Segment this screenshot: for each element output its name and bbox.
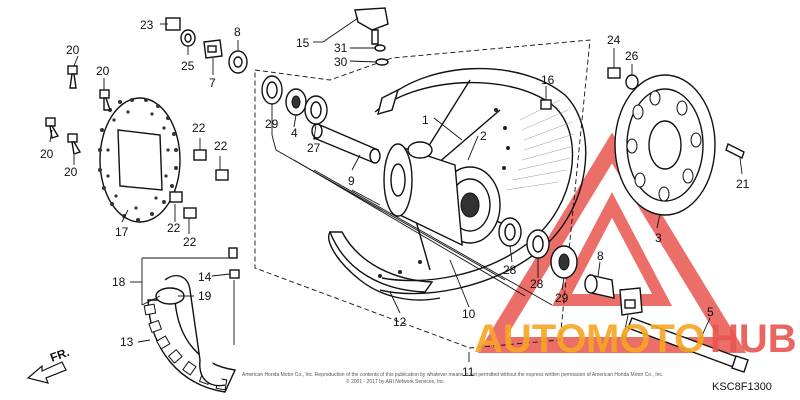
nut-24 — [607, 67, 621, 79]
axle-5 — [627, 317, 749, 373]
label-12: 12 — [393, 315, 407, 329]
label-19: 19 — [198, 289, 212, 303]
nut-22-d — [183, 207, 197, 219]
nut-22-a — [193, 149, 207, 161]
label-9: 9 — [348, 174, 355, 188]
label-10: 10 — [462, 307, 476, 321]
label-5: 5 — [707, 305, 714, 319]
leader-lines — [49, 17, 743, 362]
label-26: 26 — [625, 49, 639, 63]
label-22-b: 22 — [214, 139, 228, 153]
label-3: 3 — [655, 231, 662, 245]
label-20-a: 20 — [66, 43, 80, 57]
label-21: 21 — [736, 177, 750, 191]
adjuster-7 — [203, 39, 223, 59]
label-14: 14 — [198, 270, 212, 284]
watermark-inner-triangle — [552, 192, 672, 306]
collar-9 — [311, 123, 381, 164]
label-18: 18 — [112, 275, 126, 289]
front-direction-label: FR. — [48, 345, 71, 365]
label-29-left: 29 — [265, 117, 279, 131]
watermark-text-moto: MOTO — [586, 317, 705, 361]
copyright-line-1: American Honda Motor Co., Inc. Reproduct… — [242, 372, 663, 378]
label-23: 23 — [140, 18, 154, 32]
label-20-b: 20 — [96, 64, 110, 78]
front-direction-indicator: FR. — [26, 345, 71, 384]
nut-22-c — [169, 191, 183, 203]
part-labels: 1 2 3 4 5 6 7 8 8 9 10 11 12 13 14 15 16… — [40, 18, 750, 379]
bolt-20-b — [99, 89, 111, 111]
bearing-27 — [304, 95, 328, 125]
copyright-line-2: © 2001 - 2017 by ARI Network Services, I… — [346, 378, 445, 385]
watermark-text-auto: AUTO — [474, 317, 587, 361]
label-27: 27 — [307, 141, 321, 155]
watermark-wordmark: AUTO MOTO HUB — [474, 317, 797, 361]
bolt-20-c — [45, 117, 60, 139]
label-24: 24 — [607, 33, 621, 47]
label-22-c: 22 — [167, 221, 181, 235]
label-20-c: 20 — [40, 147, 54, 161]
label-8-left: 8 — [234, 25, 241, 39]
figure-code: KSC8F1300 — [712, 381, 772, 393]
brake-disc-17 — [98, 97, 181, 223]
label-22-a: 22 — [192, 121, 206, 135]
label-28-a: 28 — [503, 263, 517, 277]
rim-lock-15 — [354, 7, 389, 66]
label-4: 4 — [291, 126, 298, 140]
label-2: 2 — [480, 129, 487, 143]
nut-22-b — [215, 169, 229, 181]
label-8-right: 8 — [597, 249, 604, 263]
watermark-text-hub: HUB — [710, 317, 797, 361]
label-7: 7 — [209, 76, 216, 90]
watermark-triangle — [477, 132, 747, 353]
seal-29-right — [550, 245, 578, 279]
watermark-logo — [477, 132, 747, 353]
label-15: 15 — [296, 36, 310, 50]
tube-19 — [155, 274, 226, 387]
bolt-20-a — [67, 65, 78, 89]
bearing-28-b — [526, 229, 550, 259]
wheel-hub — [383, 141, 501, 247]
label-6: 6 — [621, 331, 628, 345]
label-25: 25 — [181, 59, 195, 73]
label-30: 30 — [334, 55, 348, 69]
valve-14 — [228, 247, 240, 345]
sprocket-3 — [614, 74, 716, 216]
label-1: 1 — [422, 113, 429, 127]
bearing-29-left — [261, 75, 283, 105]
label-22-d: 22 — [183, 235, 197, 249]
label-28-b: 28 — [530, 277, 544, 291]
washer-25 — [180, 29, 196, 47]
label-20-d: 20 — [64, 165, 78, 179]
label-17: 17 — [115, 225, 129, 239]
collar-8-right — [584, 274, 615, 299]
label-16: 16 — [541, 73, 555, 87]
washer-26 — [625, 74, 639, 90]
label-29-right: 29 — [555, 291, 569, 305]
adjuster-6 — [619, 287, 643, 316]
seal-4 — [285, 88, 307, 116]
label-31: 31 — [334, 41, 348, 55]
label-11: 11 — [462, 365, 475, 379]
collar-8-left — [228, 50, 248, 74]
bolt-21 — [725, 143, 745, 159]
nut-23 — [165, 17, 181, 31]
front-arrow-icon — [26, 361, 67, 384]
assembly-boundary — [254, 39, 591, 349]
label-13: 13 — [120, 335, 134, 349]
valve-16 — [540, 99, 552, 110]
bolt-20-d — [67, 133, 82, 155]
bearing-28-a — [498, 217, 522, 247]
